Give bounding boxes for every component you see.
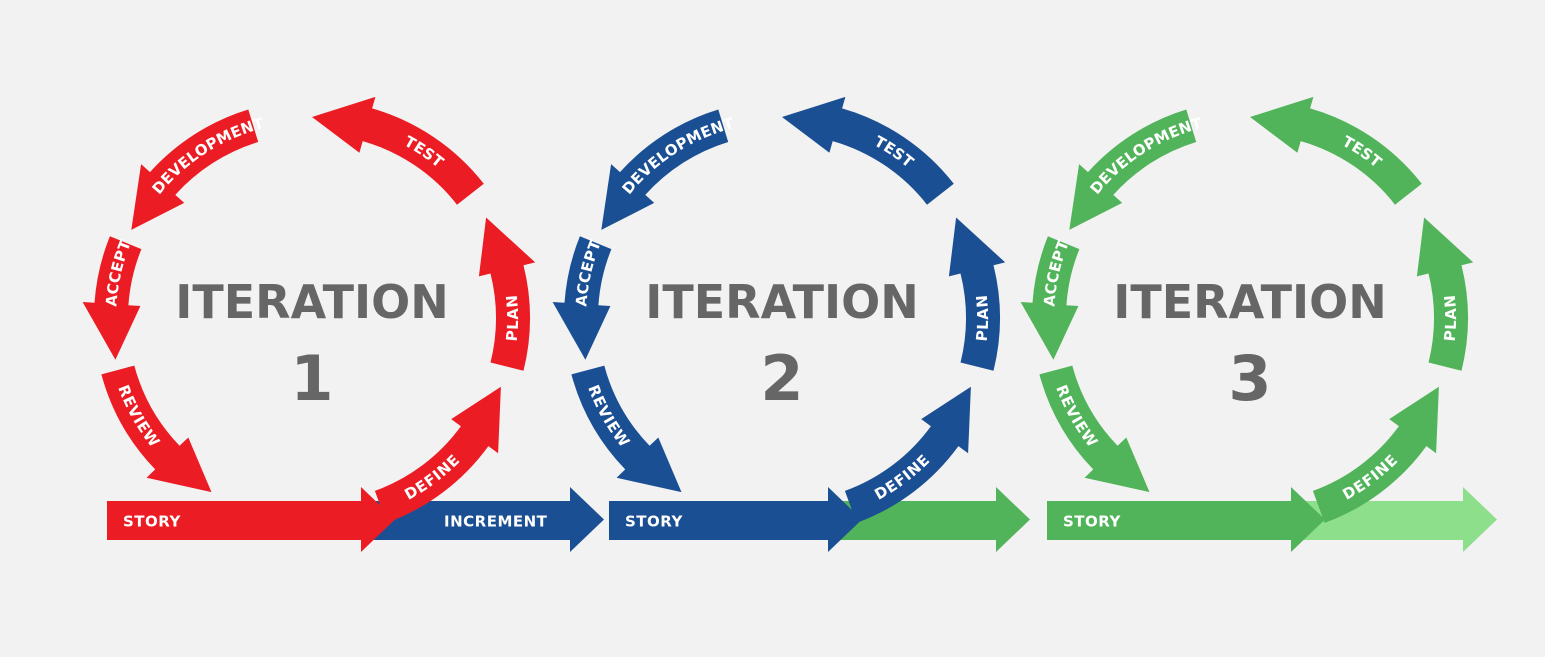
iteration-3-story-group: STORY [1047, 487, 1325, 552]
iteration-2-plan-arrow [948, 217, 1006, 371]
iteration-2-plan-arrow-label: PLAN [973, 294, 992, 342]
iteration-2-define-arrow [844, 386, 971, 523]
iteration-2-story-group: STORY [609, 487, 862, 552]
iteration-1-development-arrow [131, 109, 259, 230]
iteration-1-plan-arrow-label: PLAN [503, 294, 522, 342]
iteration-1-plan-arrow [478, 217, 536, 371]
iteration-3-story-arrow [1047, 487, 1325, 552]
iteration-1-story-arrow [107, 487, 395, 552]
iteration-3-define-arrow [1312, 386, 1439, 523]
iteration-3-story-label: STORY [1063, 513, 1122, 531]
iteration-3-plan-arrow-label: PLAN [1441, 294, 1460, 342]
iteration-3-test-arrow [1250, 96, 1422, 205]
iteration-1-define-arrow [374, 386, 501, 523]
iteration-2-development-arrow [601, 109, 729, 230]
iteration-2-number: 2 [760, 342, 803, 415]
iteration-1-test-arrow [312, 96, 484, 205]
iteration-3-development-arrow [1069, 109, 1197, 230]
iteration-2-title: ITERATION [645, 275, 918, 329]
iteration-1-output-label: INCREMENT [444, 513, 548, 531]
iteration-1-title: ITERATION [175, 275, 448, 329]
iteration-3-accept-arrow [1020, 236, 1080, 360]
iteration-2-test-arrow [782, 96, 954, 205]
iteration-2-story-label: STORY [625, 513, 684, 531]
iteration-3-plan-arrow [1416, 217, 1474, 371]
iteration-3-cycle: DEVELOPMENTTESTPLANDEFINEREVIEWACCEPTITE… [1020, 96, 1474, 523]
iteration-1-story-group: STORY [107, 487, 395, 552]
iteration-2-cycle: DEVELOPMENTTESTPLANDEFINEREVIEWACCEPTITE… [552, 96, 1006, 523]
iteration-2-accept-arrow [552, 236, 612, 360]
iteration-3-number: 3 [1228, 342, 1271, 415]
iteration-1-review-arrow [101, 365, 212, 493]
iteration-2-development-arrow-label: DEVELOPMENT [618, 114, 736, 198]
iteration-1-story-label: STORY [123, 513, 182, 531]
iteration-1-cycle: DEVELOPMENTTESTPLANDEFINEREVIEWACCEPTITE… [82, 96, 536, 523]
iteration-3-title: ITERATION [1113, 275, 1386, 329]
iteration-1-number: 1 [290, 342, 333, 415]
iteration-3-development-arrow-label: DEVELOPMENT [1086, 114, 1204, 198]
iteration-2-story-arrow [609, 487, 862, 552]
iteration-3-review-arrow [1039, 365, 1150, 493]
iteration-1-accept-arrow [82, 236, 142, 360]
iteration-2-review-arrow [571, 365, 682, 493]
iteration-1-development-arrow-label: DEVELOPMENT [148, 114, 266, 198]
